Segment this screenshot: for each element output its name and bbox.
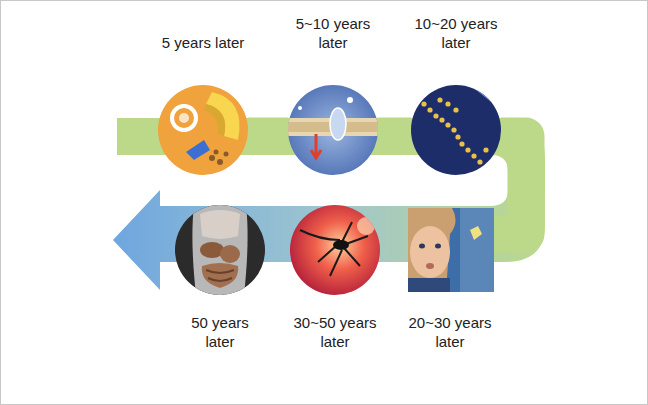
stage-label: 5~10 years later	[291, 14, 375, 52]
stage-label: 20~30 years later	[408, 313, 492, 351]
stage-label: 30~50 years later	[293, 313, 377, 351]
time-label: 50 years later	[191, 314, 249, 350]
stage-label: 50 years later	[178, 313, 262, 351]
stage-node: 5~10 years later	[273, 8, 393, 188]
stage-node: 20~30 years later	[390, 204, 510, 384]
flow-connector	[262, 207, 293, 261]
image-circle	[411, 85, 501, 175]
time-label: 5~10 years later	[296, 15, 371, 51]
image-circle	[288, 85, 378, 175]
flow-connector	[248, 118, 289, 155]
time-label: 10~20 years later	[415, 15, 498, 51]
flow-connector	[378, 118, 412, 155]
stage-node: 30~50 years later	[275, 204, 395, 384]
flow-connector	[494, 136, 526, 234]
cell-membrane-image	[288, 85, 378, 175]
stage-label: 5 years later	[161, 33, 245, 52]
child-portrait-image	[408, 208, 494, 292]
nanobot-image	[290, 205, 380, 295]
image-circle	[290, 205, 380, 295]
image-circle	[158, 85, 248, 175]
nano-dots-image	[411, 85, 501, 175]
stage-node: 50 years later	[160, 204, 280, 384]
image-square	[408, 208, 494, 292]
time-label: 5 years later	[162, 34, 245, 51]
flow-connector	[377, 207, 408, 261]
image-circle	[175, 205, 265, 295]
stage-node: 10~20 years later	[396, 8, 516, 188]
stage-label: 10~20 years later	[414, 14, 498, 52]
stage-node: 5 years later	[143, 8, 263, 188]
human-torso-image	[175, 205, 265, 295]
nano-pill-image	[158, 85, 248, 175]
time-label: 20~30 years later	[409, 314, 492, 350]
time-label: 30~50 years later	[294, 314, 377, 350]
